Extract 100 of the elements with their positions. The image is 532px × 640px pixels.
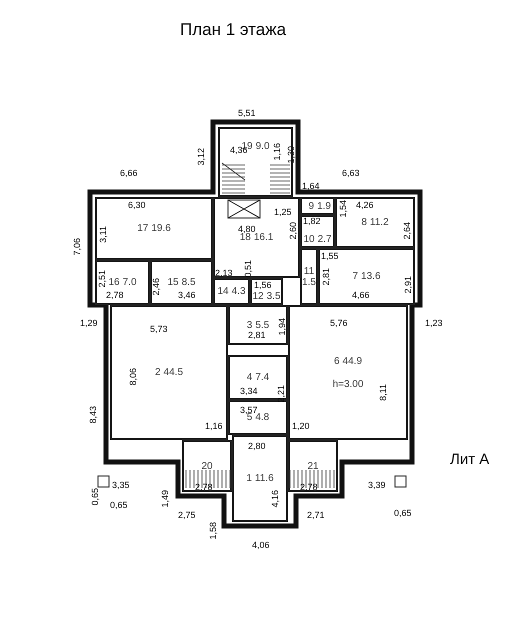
dimension-label: 2,60 (288, 222, 298, 240)
room (228, 305, 288, 345)
dimension-label: 1,29 (80, 318, 98, 328)
room-number: 17 (137, 223, 148, 234)
dimension-label: 3,39 (368, 480, 386, 490)
dimension-label: 1,64 (302, 181, 320, 191)
room (110, 305, 228, 440)
room (95, 197, 213, 260)
dimension-label: 0,65 (90, 488, 100, 506)
room-number: 1 (246, 473, 252, 484)
dimension-label: 2,81 (248, 330, 266, 340)
room-number: 16 (108, 277, 120, 288)
room-area: 19.6 (151, 223, 171, 234)
room-area: 11.2 (370, 217, 389, 228)
room (300, 248, 318, 305)
room (250, 278, 283, 305)
dimension-label: 5,51 (238, 108, 256, 118)
room-area: 7.4 (255, 372, 270, 383)
dimension-label: 2,78 (300, 482, 318, 492)
dimension-label: 2,81 (321, 268, 331, 286)
room-area: 3.5 (266, 291, 281, 302)
dimension-label: 1,16 (272, 143, 282, 161)
dimension-label: 2,75 (178, 510, 196, 520)
dimension-label: 5,73 (150, 324, 168, 334)
room-area: 9.0 (256, 141, 270, 152)
room-area: 4.8 (255, 412, 270, 423)
dimension-label: 3,35 (112, 480, 130, 490)
room (213, 278, 250, 305)
dimension-label: 8,06 (128, 368, 138, 386)
room (300, 215, 335, 248)
room-number: 21 (307, 460, 319, 472)
room (300, 197, 335, 215)
room (95, 260, 150, 305)
dimension-label: 4,26 (356, 200, 374, 210)
dimension-label: 4,16 (270, 490, 280, 508)
dimension-label: 1,30 (286, 146, 296, 164)
dimension-label: 6,30 (128, 200, 146, 210)
dimension-label: 1,94 (277, 318, 287, 336)
dimension-label: 2,78 (195, 482, 213, 492)
room (335, 197, 415, 248)
dimension-label: 2,78 (106, 290, 124, 300)
dimension-label: 1,54 (338, 200, 348, 218)
dimension-label: 2,64 (402, 222, 412, 240)
room (232, 435, 288, 522)
dimension-label: 2,91 (403, 276, 413, 294)
dimension-label: 3,12 (196, 148, 206, 166)
room-number: 5 (246, 412, 252, 423)
room-area: 13.6 (361, 271, 381, 282)
dimension-label: 1,55 (321, 251, 339, 261)
room (228, 355, 288, 400)
dimension-label: 1,49 (160, 490, 170, 508)
room-number: 2 (154, 367, 161, 378)
room (228, 400, 288, 435)
dimension-label: 2,71 (307, 510, 325, 520)
dimension-label: 2,13 (215, 268, 233, 278)
room-number: 9 (308, 200, 314, 212)
dimension-label: 6,66 (120, 168, 138, 178)
dimension-label: 8,11 (378, 384, 388, 401)
dimension-label: 1,25 (274, 207, 292, 217)
dimension-label: 2,80 (248, 441, 266, 451)
room-area: 44.9 (342, 356, 362, 366)
dimension-label: 2,46 (151, 278, 161, 296)
room-area: 44.5 (164, 367, 184, 378)
room-number: 14 (217, 286, 229, 297)
room-area: 8.5 (182, 277, 196, 288)
dimension-label: 0,65 (394, 508, 412, 518)
dimension-label: 1,16 (205, 421, 223, 431)
dimension-label: 4,80 (238, 224, 256, 234)
room-area: 1.5 (302, 276, 316, 288)
dimension-label: 1,82 (303, 216, 321, 226)
room (182, 440, 232, 492)
room-number: 11 (304, 266, 314, 276)
room-number: 10 (303, 234, 315, 245)
room-number: 12 (252, 291, 264, 302)
dimension-label: 2,51 (97, 270, 107, 288)
dimension-label: 5,76 (330, 318, 348, 328)
room (213, 197, 300, 278)
dimension-label: 1,58 (208, 522, 218, 540)
dimension-label: 3,34 (240, 386, 258, 396)
room-number: 8 (361, 217, 367, 228)
dimension-label: 4,66 (352, 290, 370, 300)
room-number: 3 (246, 320, 252, 330)
room-area: 2.7 (318, 234, 332, 245)
dimension-label: 3,11 (98, 226, 108, 243)
room (318, 248, 415, 305)
room-area: 4.3 (232, 286, 246, 297)
dimension-label: 4,06 (252, 540, 270, 550)
room-number: 18 (240, 232, 251, 243)
plan-title: План 1 этажа (180, 20, 286, 40)
room-number: 20 (201, 460, 213, 472)
room-area: 11.6 (254, 473, 274, 484)
room-number: 7 (352, 271, 358, 282)
building-letter-label: Лит А (450, 452, 490, 468)
room (288, 305, 408, 440)
dimension-label: 8,43 (88, 406, 98, 424)
dimension-label: 3,57 (240, 405, 258, 415)
dimension-label: 6,63 (342, 168, 360, 178)
room-area: 5.5 (255, 320, 270, 330)
room-area: 1.9 (317, 200, 331, 212)
room-number: 6 (334, 356, 340, 366)
